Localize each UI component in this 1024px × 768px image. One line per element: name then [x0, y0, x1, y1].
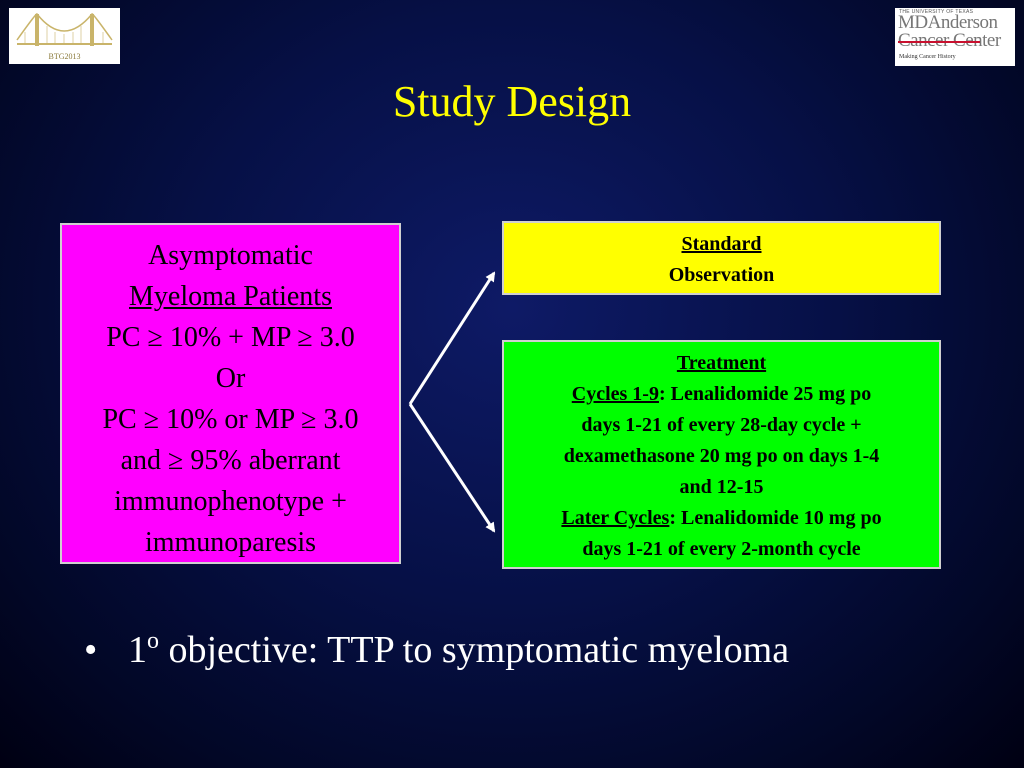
bullet-number: 1 — [128, 629, 147, 671]
eligibility-line: PC ≥ 10% or MP ≥ 3.0 — [102, 404, 359, 435]
logo-tagline: Making Cancer History — [899, 54, 956, 60]
treatment-box: Treatment Cycles 1-9: Lenalidomide 25 mg… — [502, 340, 941, 569]
eligibility-line: immunophenotype + — [114, 486, 347, 517]
treatment-heading: Treatment — [676, 352, 767, 374]
treatment-line: Later Cycles: Lenalidomide 10 mg po — [504, 503, 939, 534]
standard-heading: Standard — [681, 233, 762, 255]
later-cycles-text: : Lenalidomide 10 mg po — [669, 507, 882, 529]
logo-university: THE UNIVERSITY OF TEXAS — [899, 9, 974, 15]
eligibility-box: Asymptomatic Myeloma Patients PC ≥ 10% +… — [60, 223, 401, 564]
bridge-icon — [16, 13, 113, 46]
treatment-line: days 1-21 of every 2-month cycle — [582, 538, 861, 560]
treatment-line: Cycles 1-9: Lenalidomide 25 mg po — [504, 379, 939, 410]
slide-title: Study Design — [392, 77, 632, 126]
logo-red-strike — [898, 41, 980, 43]
treatment-line: days 1-21 of every 28-day cycle + — [581, 414, 862, 436]
objective-bullet: • 1o objective: TTP to symptomatic myelom… — [84, 624, 789, 676]
treatment-line: and 12-15 — [679, 476, 764, 498]
bullet-superscript: o — [147, 628, 159, 654]
cycles-1-9-label: Cycles 1-9 — [571, 383, 659, 405]
logo-line2: Cancer Center — [898, 30, 1001, 51]
later-cycles-label: Later Cycles — [561, 507, 670, 529]
bullet-marker: • — [84, 629, 98, 671]
eligibility-line: immunoparesis — [144, 527, 317, 558]
eligibility-line: Myeloma Patients — [129, 281, 332, 312]
eligibility-line: PC ≥ 10% + MP ≥ 3.0 — [106, 322, 355, 353]
md-anderson-logo: THE UNIVERSITY OF TEXAS MDAnderson Cance… — [895, 8, 1015, 66]
logo-caption: BTG2013 — [48, 52, 81, 61]
btg2013-logo: BTG2013 — [9, 8, 120, 64]
arrow-to-treatment — [408, 403, 496, 533]
eligibility-line: Asymptomatic — [148, 240, 313, 271]
standard-text: Observation — [668, 264, 775, 286]
standard-observation-box: Standard Observation — [502, 221, 941, 295]
eligibility-line: Or — [215, 363, 246, 394]
arrow-to-standard — [408, 271, 496, 405]
cycles-1-9-text: : Lenalidomide 25 mg po — [658, 383, 872, 405]
logo-line1: MDAnderson — [898, 12, 998, 33]
eligibility-line: and ≥ 95% aberrant — [120, 445, 341, 476]
bullet-text: objective: TTP to symptomatic myeloma — [159, 629, 790, 671]
treatment-line: dexamethasone 20 mg po on days 1-4 — [563, 445, 880, 467]
